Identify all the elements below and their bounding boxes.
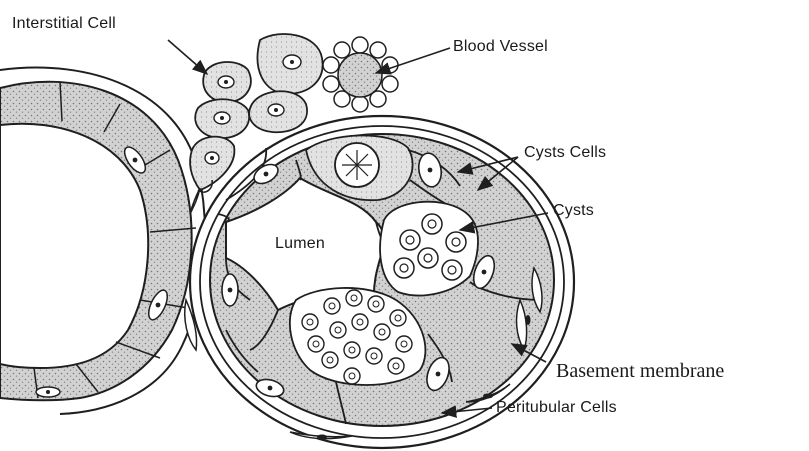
label-blood-vessel: Blood Vessel — [453, 38, 548, 56]
label-cysts: Cysts — [553, 202, 594, 220]
adjacent-tubule — [0, 68, 205, 414]
blood-vessel-lumen — [338, 53, 382, 97]
blood-vessel — [323, 37, 398, 112]
label-interstitial-cell: Interstitial Cell — [12, 15, 116, 33]
label-lumen: Lumen — [275, 235, 325, 253]
label-cysts-cells: Cysts Cells — [524, 144, 606, 162]
label-peritubular-cells: Peritubular Cells — [496, 399, 617, 417]
label-basement-membrane: Basement membrane — [556, 360, 724, 383]
